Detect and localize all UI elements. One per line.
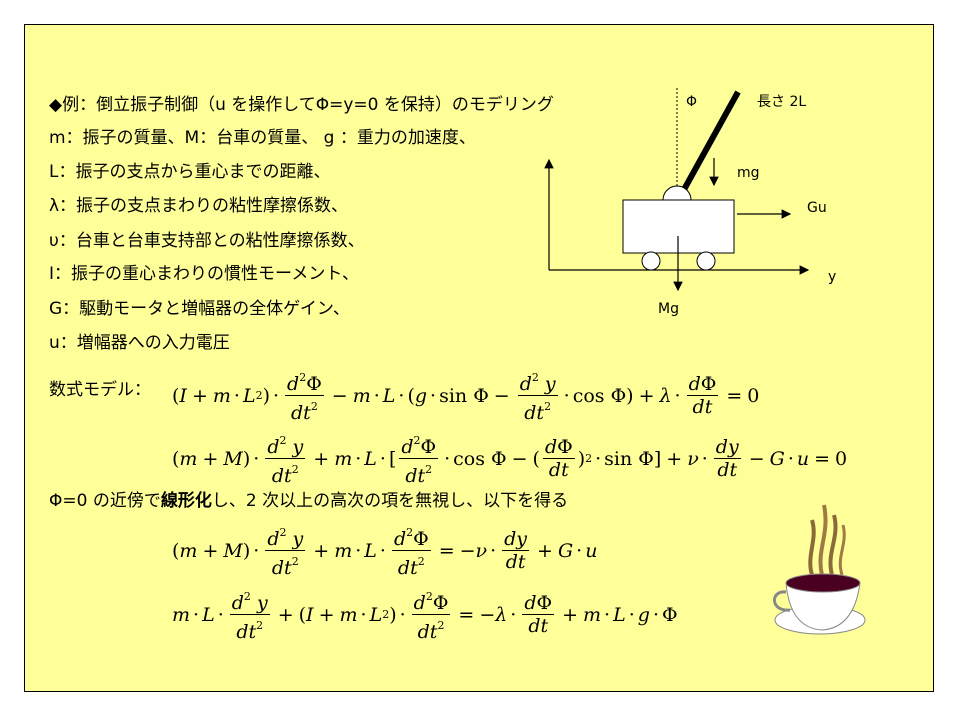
linearize-suffix: し、2 次以上の高次の項を無視し、以下を得る — [211, 491, 569, 511]
cart-wheel-right — [696, 251, 716, 271]
length-label: 長さ 2L — [757, 94, 806, 110]
def-lambda: λ：振子の支点まわりの粘性摩擦係数、 — [49, 196, 349, 216]
pendulum-rod — [678, 90, 741, 197]
mg-label: mg — [737, 165, 760, 181]
linearize-prefix: Φ=0 の近傍で — [49, 491, 161, 511]
Mg-label: Mg — [658, 301, 679, 317]
linearize-bold: 線形化 — [160, 491, 212, 511]
title-line: ◆例：倒立振子制御（u を操作してΦ=y=0 を保持）のモデリング — [49, 95, 554, 115]
def-L: L：振子の支点から重心までの距離、 — [49, 162, 331, 182]
cart-wheel-left — [641, 251, 661, 271]
def-G: G：駆動モータと増幅器の全体ゲイン、 — [49, 299, 350, 319]
pivot-joint — [662, 185, 692, 201]
def-I: I：振子の重心まわりの慣性モーメント、 — [49, 264, 359, 284]
tea-cup-icon — [773, 504, 866, 635]
def-m: m：振子の質量、M：台車の質量、 g ：重力の加速度、 — [49, 128, 476, 148]
y-label: y — [828, 269, 836, 285]
phi-label: Φ — [686, 94, 697, 110]
def-u: u：増幅器への入力電圧 — [49, 333, 230, 353]
slide — [24, 24, 934, 692]
gu-label: Gu — [807, 200, 827, 216]
model-label: 数式モデル： — [49, 380, 151, 400]
def-nu: υ：台車と台車支持部との粘性摩擦係数、 — [49, 231, 365, 251]
linearize-line: Φ=0 の近傍で線形化し、2 次以上の高次の項を無視し、以下を得る — [49, 491, 568, 511]
